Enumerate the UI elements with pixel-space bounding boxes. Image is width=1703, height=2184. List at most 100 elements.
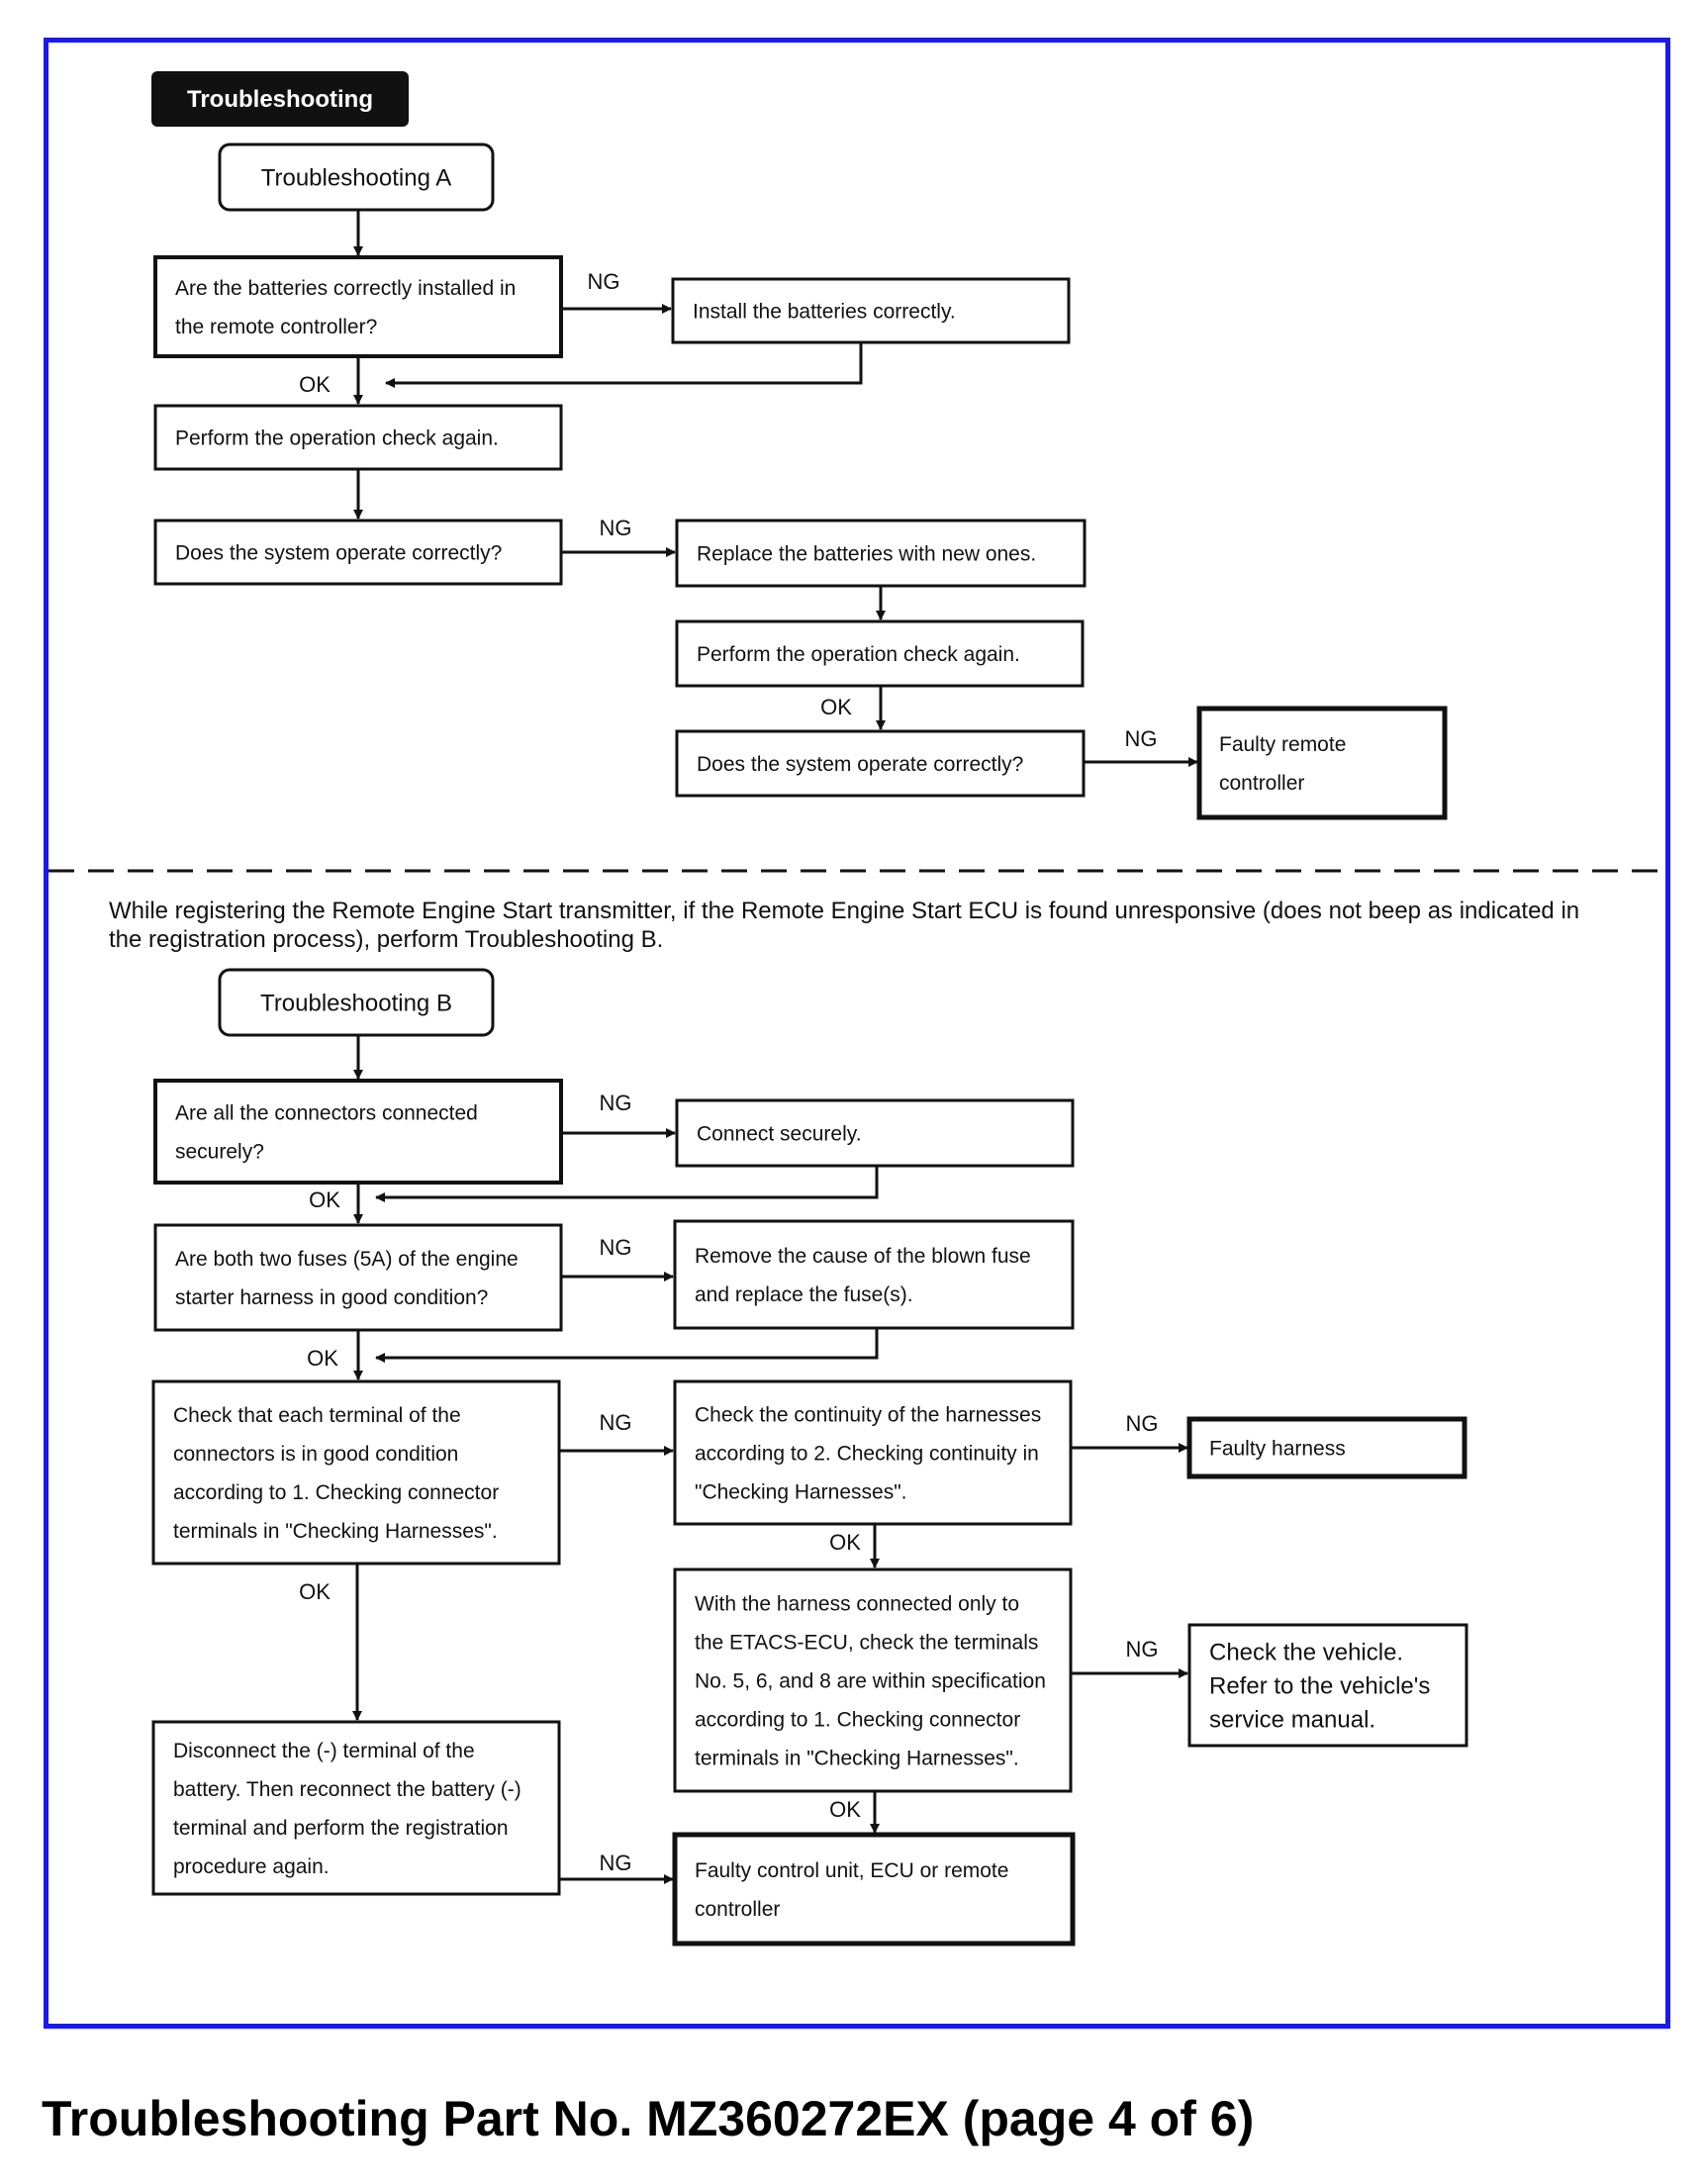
a-check-batteries-installed-box (153, 255, 563, 358)
a-check-batteries-installed-text-line: Are the batteries correctly installed in (175, 277, 516, 300)
ok-label: OK (307, 1346, 338, 1371)
a-system-operate-2: Does the system operate correctly? (675, 729, 1086, 798)
start-troubleshooting-a-text-line: Troubleshooting A (261, 165, 452, 192)
start-troubleshooting-b-text-line: Troubleshooting B (260, 991, 452, 1017)
ng-label: NG (600, 1410, 632, 1435)
b-connect-securely-box (675, 1098, 1075, 1168)
b-faulty-harness-text-line: Faulty harness (1209, 1438, 1346, 1461)
b-check-continuity-text-line: Check the continuity of the harnesses (695, 1404, 1041, 1427)
b-check-vehicle-text-line: Refer to the vehicle's (1209, 1673, 1430, 1700)
b-replace-fuses-box (673, 1219, 1075, 1330)
a-replace-batteries: Replace the batteries with new ones. (675, 519, 1087, 588)
ng-label: NG (600, 1851, 632, 1875)
start-troubleshooting-b-box (218, 968, 495, 1037)
flowchart-labels: NG OK NG OK NG NG OK NG OK NG NG OK OK NG OK NG (299, 269, 1158, 1875)
b-check-continuity-text-line: "Checking Harnesses". (695, 1481, 907, 1504)
b-connectors-connected-text-line: securely? (175, 1141, 264, 1164)
ok-label: OK (829, 1797, 861, 1822)
ng-label: NG (600, 1091, 632, 1115)
a-install-batteries-text-line: Install the batteries correctly. (693, 301, 956, 324)
a-faulty-remote-controller-text-line: controller (1219, 772, 1304, 795)
b-check-etacs-terminals-text-line: the ETACS-ECU, check the terminals (695, 1632, 1038, 1655)
ok-label: OK (299, 372, 331, 397)
b-replace-fuses-text-line: and replace the fuse(s). (695, 1283, 913, 1306)
ng-label: NG (600, 1235, 632, 1260)
troubleshooting-b-intro: While registering the Remote Engine Star… (109, 898, 1580, 953)
start-troubleshooting-a-box (218, 142, 495, 212)
a-install-batteries-box (671, 277, 1071, 344)
a-check-batteries-installed: Are the batteries correctly installed in… (153, 255, 563, 358)
b-replace-fuses-text-line: Remove the cause of the blown fuse (695, 1245, 1031, 1268)
b-disconnect-battery-text-line: terminal and perform the registration (173, 1817, 509, 1840)
b-faulty-control-unit: Faulty control unit, ECU or remote contro… (672, 1832, 1076, 1947)
b-check-etacs-terminals-text-line: With the harness connected only to (695, 1593, 1019, 1616)
a-faulty-remote-controller-text-line: Faulty remote (1219, 733, 1346, 756)
section-b-connectors (352, 1035, 1188, 1884)
b-faulty-control-unit-text-line: controller (695, 1898, 780, 1921)
a-check-batteries-installed-text-line: the remote controller? (175, 316, 377, 338)
b-check-terminals-text-line: connectors is in good condition (173, 1443, 458, 1466)
b-check-etacs-terminals-text-line: No. 5, 6, and 8 are within specification (695, 1670, 1046, 1693)
b-check-continuity: Check the continuity of the harnesses acc… (673, 1379, 1073, 1526)
a-system-operate-2-text-line: Does the system operate correctly? (697, 753, 1023, 776)
b-check-vehicle-text-line: Check the vehicle. (1209, 1640, 1403, 1666)
b-replace-fuses: Remove the cause of the blown fuse and re… (673, 1219, 1075, 1330)
b-check-vehicle: Check the vehicle. Refer to the vehicle's… (1187, 1623, 1468, 1748)
ng-label: NG (600, 516, 632, 540)
b-connectors-connected: Are all the connectors connectedsecurely… (153, 1079, 563, 1185)
header-badge (151, 71, 409, 127)
a-operation-check-2: Perform the operation check again. (675, 619, 1085, 688)
b-check-vehicle-box (1187, 1623, 1468, 1748)
b-disconnect-battery-box (151, 1720, 561, 1896)
b-check-etacs-terminals-text-line: terminals in "Checking Harnesses". (695, 1748, 1019, 1770)
b-check-etacs-terminals-box (673, 1567, 1073, 1793)
b-check-vehicle-text-line: service manual. (1209, 1707, 1375, 1734)
arrow-b-fix2-return (375, 1328, 879, 1363)
b-fuses-good-condition-box (153, 1223, 563, 1332)
b-fuses-good-condition: Are both two fuses (5A) of the engine sta… (153, 1223, 563, 1332)
b-faulty-control-unit-box (672, 1832, 1076, 1947)
a-replace-batteries-box (675, 519, 1087, 588)
a-system-operate-1: Does the system operate correctly? (153, 519, 563, 586)
b-faulty-control-unit-text-line: Faulty control unit, ECU or remote (695, 1859, 1008, 1882)
b-check-continuity-box (673, 1379, 1073, 1526)
flowchart-boxes: Troubleshooting A Are the batteries corre… (151, 142, 1468, 1947)
ok-label: OK (299, 1579, 331, 1604)
b-disconnect-battery-text-line: procedure again. (173, 1855, 330, 1878)
b-fuses-good-condition-text-line: starter harness in good condition? (175, 1286, 488, 1309)
b-check-etacs-terminals-text-line: according to 1. Checking connector (695, 1709, 1020, 1732)
b-fuses-good-condition-text-line: Are both two fuses (5A) of the engine (175, 1248, 519, 1271)
b-check-terminals-text-line: according to 1. Checking connector (173, 1481, 499, 1504)
b-connect-securely: Connect securely. (675, 1098, 1075, 1168)
a-operation-check-2-text-line: Perform the operation check again. (697, 643, 1020, 666)
b-check-etacs-terminals: With the harness connected only to the ET… (673, 1567, 1073, 1793)
b-faulty-harness-box (1186, 1416, 1467, 1479)
a-operation-check-1: Perform the operation check again. (153, 404, 563, 471)
b-check-terminals-text-line: terminals in "Checking Harnesses". (173, 1520, 498, 1543)
b-check-terminals: Check that each terminal of the connector… (151, 1379, 561, 1566)
a-operation-check-1-box (153, 404, 563, 471)
a-system-operate-1-box (153, 519, 563, 586)
b-check-terminals-text-line: Check that each terminal of the (173, 1404, 461, 1427)
page-footer: Troubleshooting Part No. MZ360272EX (pag… (42, 2091, 1255, 2146)
arrow-b-fix1-return (375, 1166, 879, 1202)
b-disconnect-battery: Disconnect the (-) terminal of thebatter… (151, 1720, 561, 1896)
ok-label: OK (820, 695, 852, 719)
a-system-operate-1-text-line: Does the system operate correctly? (175, 542, 502, 565)
header-badge-label: Troubleshooting (187, 86, 373, 113)
ok-label: OK (829, 1530, 861, 1555)
b-faulty-harness: Faulty harness (1186, 1416, 1467, 1479)
arrow-a-fix1-return (385, 342, 863, 388)
a-operation-check-2-box (675, 619, 1085, 688)
a-install-batteries: Install the batteries correctly. (671, 277, 1071, 344)
b-connect-securely-text-line: Connect securely. (697, 1123, 862, 1146)
ok-label: OK (309, 1187, 340, 1212)
b-check-continuity-text-line: according to 2. Checking continuity in (695, 1443, 1039, 1466)
a-operation-check-1-text-line: Perform the operation check again. (175, 427, 499, 450)
ng-label: NG (1126, 1411, 1159, 1436)
ng-label: NG (1125, 726, 1158, 751)
a-faulty-remote-controller-box (1196, 706, 1448, 820)
ng-label: NG (588, 269, 620, 294)
ng-label: NG (1126, 1637, 1159, 1662)
